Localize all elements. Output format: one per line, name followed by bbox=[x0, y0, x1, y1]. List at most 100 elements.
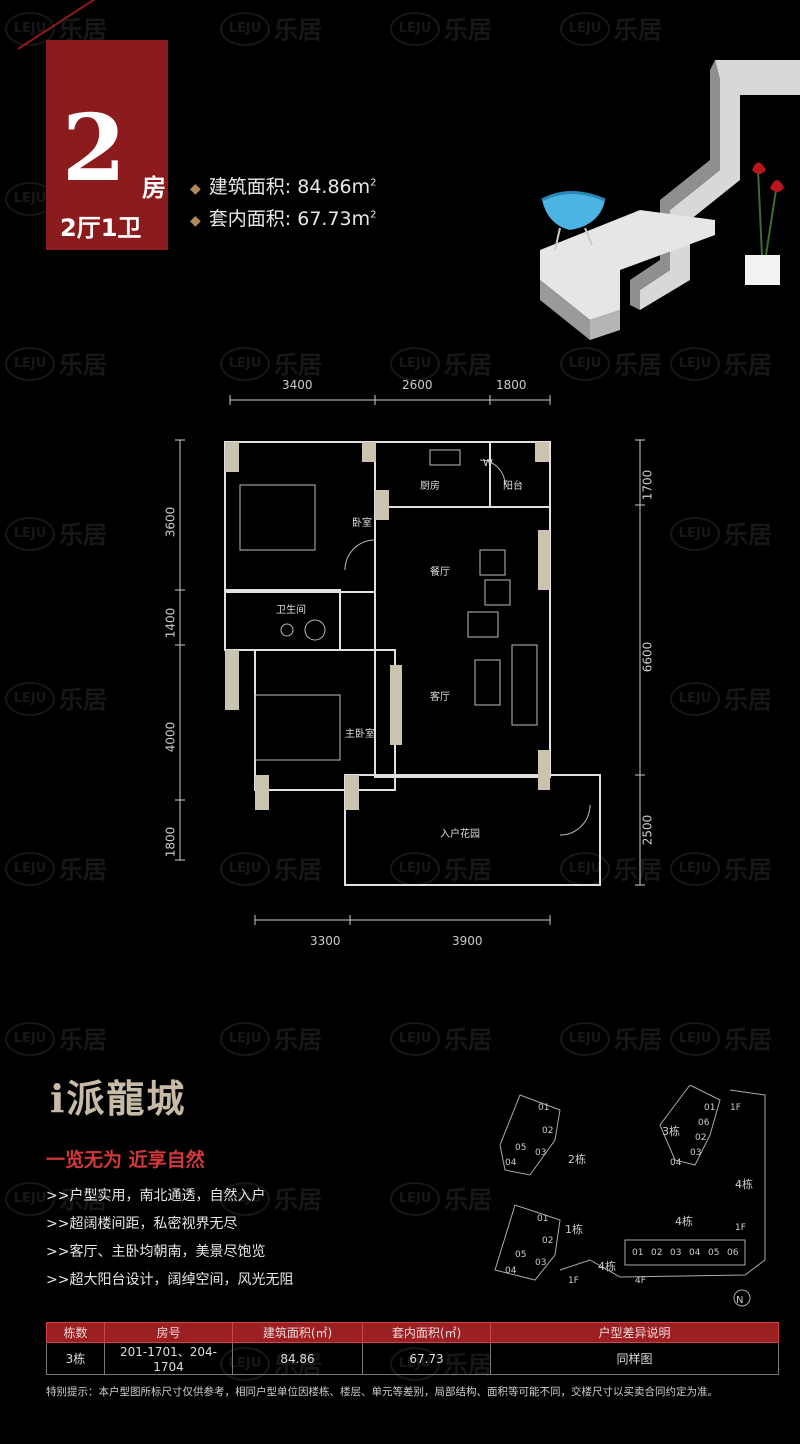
table-header: 建筑面积(㎡) bbox=[232, 1322, 363, 1343]
chair-rim bbox=[541, 191, 606, 202]
room-master: 主卧室 bbox=[345, 729, 375, 740]
unit-label: 06 bbox=[698, 1118, 710, 1128]
table-header: 栋数 bbox=[46, 1322, 105, 1343]
floor-label: 4F bbox=[635, 1276, 646, 1286]
bullet-icon: ◆ bbox=[190, 213, 201, 229]
unit-type-tag: 2 房 2厅1卫 bbox=[46, 40, 168, 250]
unit-label: 02 bbox=[651, 1248, 662, 1258]
unit-label: 03 bbox=[690, 1148, 701, 1158]
dim-top: 2600 bbox=[402, 378, 433, 392]
unit-label: 02 bbox=[695, 1133, 706, 1143]
unit-label: 04 bbox=[505, 1266, 517, 1276]
table-cell: 3栋 bbox=[46, 1342, 105, 1375]
unit-label: 05 bbox=[515, 1250, 526, 1260]
building-1-outline bbox=[494, 1204, 561, 1281]
flower-bloom bbox=[752, 162, 766, 174]
dim-top: 1800 bbox=[496, 378, 527, 392]
unit-label: 01 bbox=[537, 1214, 548, 1224]
compass-icon bbox=[733, 1289, 751, 1307]
coffee-table bbox=[474, 659, 501, 706]
wall-living bbox=[374, 506, 551, 778]
halls-baths: 2厅1卫 bbox=[60, 214, 142, 242]
site-boundary bbox=[559, 1089, 766, 1278]
unit-label: 01 bbox=[704, 1103, 715, 1113]
platform-top bbox=[540, 210, 715, 320]
feature-item: >>客厅、主卧均朝南，美景尽饱览 bbox=[46, 1244, 266, 1260]
table-row: 3栋 201-1701、204-1704 84.86 67.73 同样图 bbox=[46, 1342, 779, 1375]
dimension-lines bbox=[175, 395, 645, 925]
building-label: 4栋 bbox=[675, 1214, 693, 1228]
building-label: 4栋 bbox=[735, 1177, 753, 1191]
feature-item: >>超大阳台设计，阔绰空间，风光无阻 bbox=[46, 1272, 294, 1288]
spec-table: 栋数 房号 建筑面积(㎡) 套内面积(㎡) 户型差异说明 3栋 201-1701… bbox=[46, 1322, 779, 1375]
columns bbox=[225, 442, 550, 810]
wall-bath bbox=[224, 589, 341, 651]
dim-bottom: 3900 bbox=[452, 934, 483, 948]
build-area: ◆建筑面积: 84.86m2 bbox=[190, 176, 377, 198]
unit-label: 04 bbox=[670, 1158, 682, 1168]
sofa bbox=[511, 644, 538, 726]
table-cell: 201-1701、204-1704 bbox=[104, 1342, 233, 1375]
door-swing bbox=[479, 459, 506, 486]
floor-label: 1F bbox=[730, 1103, 741, 1113]
dim-bottom: 3300 bbox=[310, 934, 341, 948]
building-4-outline bbox=[624, 1239, 746, 1266]
unit-label: 02 bbox=[542, 1126, 553, 1136]
stair-block-side bbox=[630, 60, 720, 310]
site-map: 01 02 03 04 05 2栋 01 06 02 03 04 3栋 1F 4… bbox=[494, 1085, 766, 1307]
room-balcony: 阳台 bbox=[503, 481, 523, 492]
unit-label: 06 bbox=[727, 1248, 739, 1258]
building-2-outline bbox=[499, 1094, 561, 1176]
disclaimer-note: 特别提示：本户型图所标尺寸仅供参考，相同户型单位因楼栋、楼层、单元等差别，局部结… bbox=[46, 1386, 718, 1398]
sink bbox=[429, 449, 461, 466]
feature-item: >>超阔楼间距，私密视界无尽 bbox=[46, 1216, 238, 1232]
feature-item: >>户型实用，南北通透，自然入户 bbox=[46, 1188, 266, 1204]
wall-garden bbox=[344, 774, 601, 886]
building-3-outline bbox=[659, 1085, 721, 1166]
floor-label: 1F bbox=[568, 1276, 579, 1286]
door-swing bbox=[559, 804, 591, 836]
table-cell: 84.86 bbox=[232, 1342, 363, 1375]
room-dining: 餐厅 bbox=[430, 567, 450, 578]
table-header: 套内面积(㎡) bbox=[362, 1322, 491, 1343]
flower-pot bbox=[745, 255, 780, 285]
unit-label: 04 bbox=[689, 1248, 701, 1258]
decor-illustration bbox=[540, 60, 800, 340]
inner-area: ◆套内面积: 67.73m2 bbox=[190, 208, 377, 230]
slogan: 一览无为 近享自然 bbox=[46, 1149, 205, 1171]
chair-leg bbox=[554, 227, 561, 251]
room-bedroom: 卧室 bbox=[352, 518, 372, 529]
door-swing bbox=[344, 539, 376, 571]
room-count: 2 bbox=[62, 94, 127, 202]
bullet-icon: ◆ bbox=[190, 181, 201, 197]
chair-leg bbox=[584, 227, 593, 246]
platform-front bbox=[590, 310, 620, 340]
unit-label: 02 bbox=[542, 1236, 553, 1246]
room-kitchen: 厨房 bbox=[420, 481, 440, 492]
bed-2 bbox=[254, 694, 341, 761]
furniture bbox=[239, 449, 591, 836]
flower-stem bbox=[765, 189, 777, 256]
table-cell: 67.73 bbox=[362, 1342, 491, 1375]
flower-bloom bbox=[770, 180, 784, 192]
unit-label: 05 bbox=[515, 1143, 526, 1153]
brand-logo: i派龍城 bbox=[50, 1076, 187, 1121]
unit-label: 01 bbox=[632, 1248, 643, 1258]
room-living: 客厅 bbox=[430, 692, 450, 703]
building-label: 4栋 bbox=[598, 1259, 616, 1273]
wall-kitchen bbox=[374, 441, 551, 508]
